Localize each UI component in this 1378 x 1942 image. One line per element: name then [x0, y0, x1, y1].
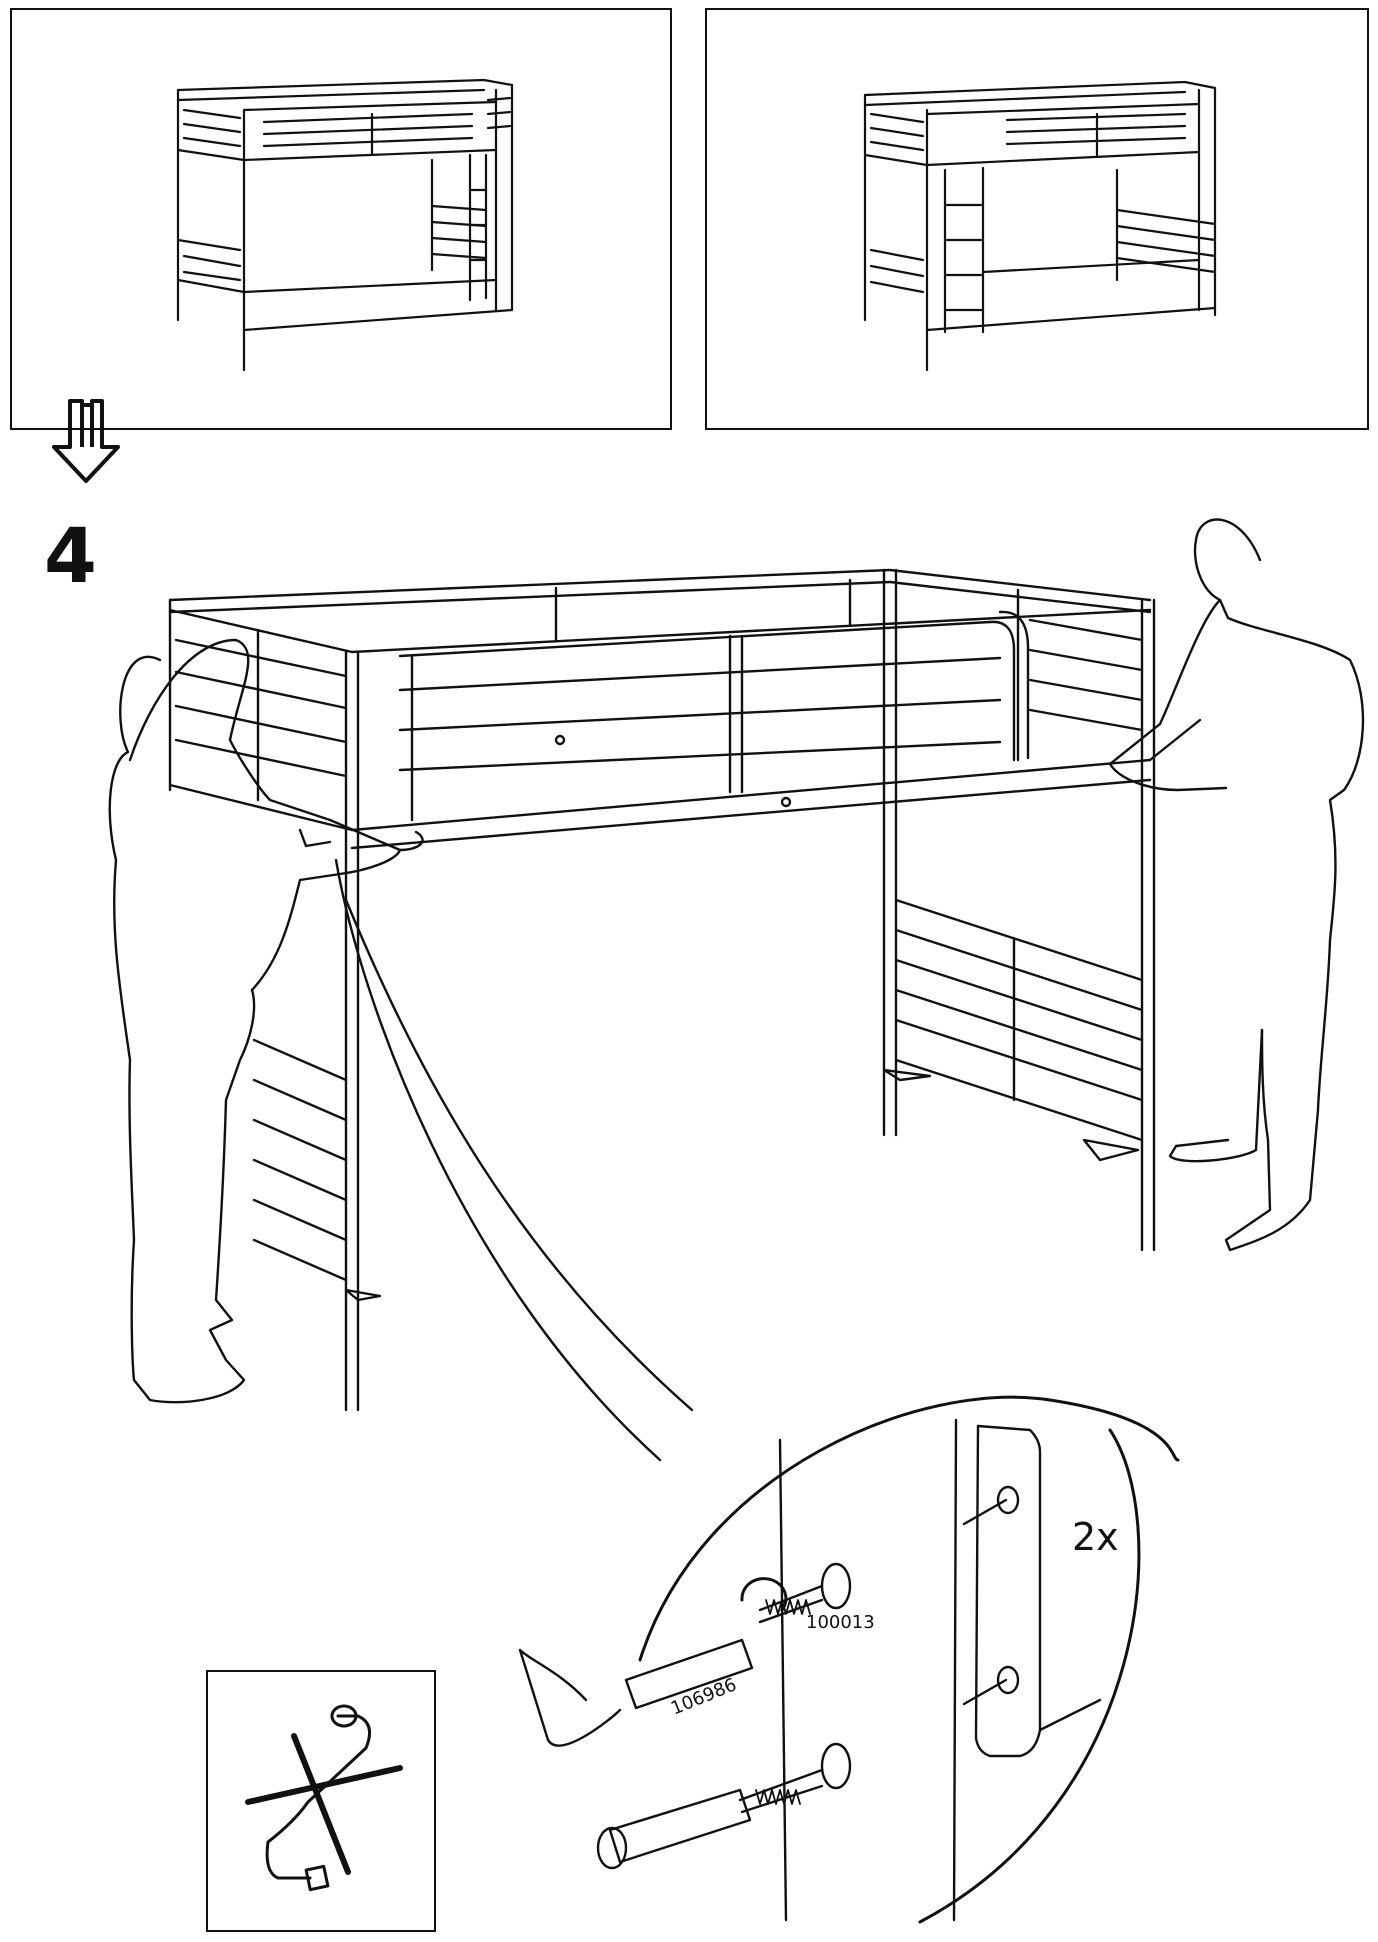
down-arrow-icon — [52, 399, 120, 483]
quantity-label: 2x — [1072, 1515, 1119, 1559]
overview-panel-right — [705, 8, 1369, 430]
loft-bed-assembly-illustration — [108, 518, 1365, 1462]
bunk-bed-illustration-right — [863, 80, 1217, 372]
overview-panel-left — [10, 8, 672, 430]
bunk-bed-illustration-left — [176, 78, 514, 372]
step-number: 4 — [44, 511, 97, 600]
no-allen-key-panel — [206, 1670, 436, 1932]
no-allen-key-icon — [245, 1704, 403, 1892]
part-number-screw: 100013 — [806, 1612, 875, 1633]
